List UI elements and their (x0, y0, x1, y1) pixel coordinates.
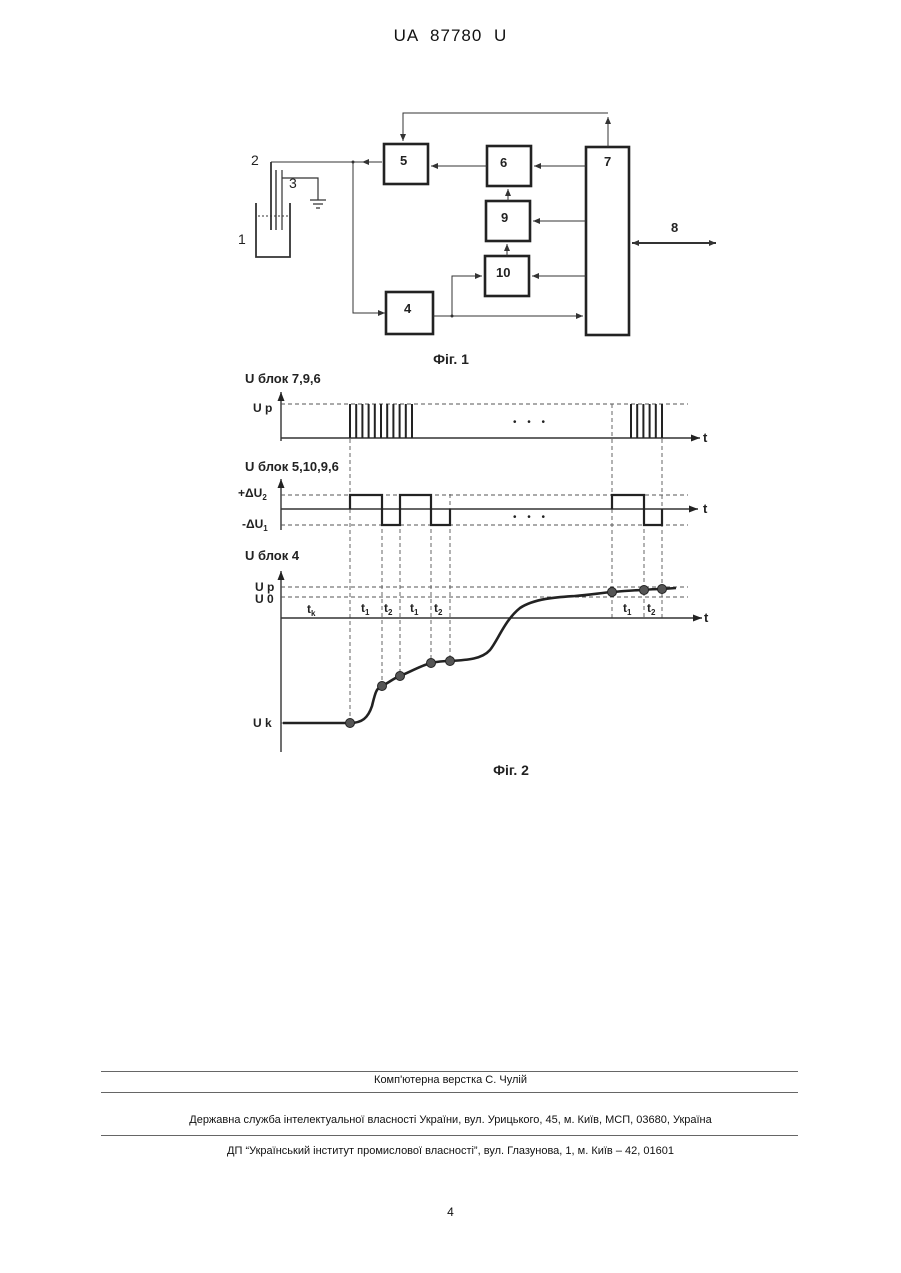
plot3-u0-label: U 0 (255, 592, 274, 606)
plot1-level-label: U p (253, 401, 272, 415)
sample-point (640, 586, 649, 595)
sample-point (658, 585, 667, 594)
footer-layout-credit: Комп'ютерна верстка С. Чулій (0, 1074, 901, 1086)
plot1-pulse-train-1 (350, 404, 412, 438)
footer-rule-1 (101, 1071, 798, 1072)
interval-label: t1 (410, 601, 419, 617)
plot2-signal-1 (350, 495, 450, 525)
interval-label: t2 (384, 601, 393, 617)
plot3-uk-label: U k (253, 716, 272, 730)
plot3-sample-points (346, 585, 667, 728)
plot2-plus-label: +ΔU2 (238, 486, 267, 502)
plot2-axis-t: t (703, 501, 708, 516)
plot3-axis-t: t (704, 610, 709, 625)
sample-point (396, 672, 405, 681)
footer-rule-3 (101, 1135, 798, 1136)
plot1-pulse-train-2 (631, 404, 662, 438)
plot1-axis-t: t (703, 430, 708, 445)
plot2-signal-2 (612, 495, 662, 525)
sample-point (608, 588, 617, 597)
plot2-ylabel: U блок 5,10,9,6 (245, 459, 339, 474)
sample-point (446, 657, 455, 666)
sample-point (378, 682, 387, 691)
plot1-continuation-dots: • • • (513, 417, 549, 428)
page-number: 4 (0, 1205, 901, 1219)
interval-label: t1 (623, 601, 632, 617)
footer-rule-2 (101, 1092, 798, 1093)
figure-2-timing-diagram: U блок 7,9,6 U p t • • • U блок 5,10,9,6… (0, 0, 901, 800)
sample-point (427, 659, 436, 668)
interval-label: t2 (647, 601, 656, 617)
plot2-continuation-dots: • • • (513, 512, 549, 523)
footer-office-address: Державна служба інтелектуальної власност… (0, 1114, 901, 1126)
interval-label: t1 (361, 601, 370, 617)
figure-2-caption: Фіг. 2 (493, 762, 529, 778)
plot2-minus-label: -ΔU1 (242, 517, 268, 533)
sample-point (346, 719, 355, 728)
plot3-ylabel: U блок 4 (245, 548, 300, 563)
footer-institute-address: ДП “Український інститут промислової вла… (0, 1145, 901, 1157)
interval-label: t2 (434, 601, 443, 617)
plot3-tk-label: tk (307, 602, 316, 618)
plot1-ylabel: U блок 7,9,6 (245, 371, 321, 386)
plot3-voltage-curve (283, 588, 676, 723)
